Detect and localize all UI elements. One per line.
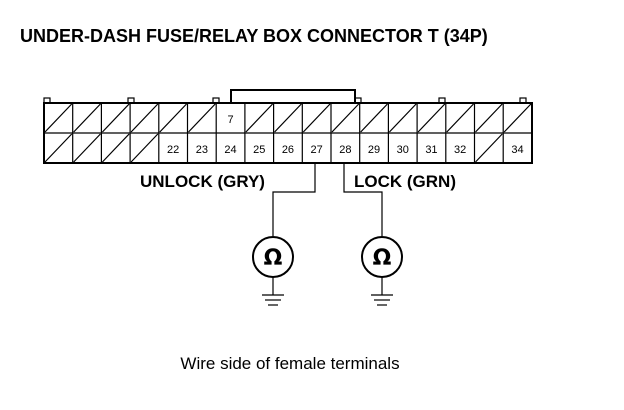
- connector-key: [43, 97, 51, 104]
- connector-key: [354, 97, 362, 104]
- pin-7: 7: [227, 114, 233, 126]
- pin-34: 34: [511, 144, 523, 156]
- unused-cavity: [302, 103, 331, 133]
- lock-label: LOCK (GRN): [354, 172, 456, 191]
- connector-key: [438, 97, 446, 104]
- unlock-label: UNLOCK (GRY): [140, 172, 265, 191]
- pin-26: 26: [282, 144, 294, 156]
- unused-cavity: [503, 103, 532, 133]
- unused-cavity: [360, 103, 388, 133]
- ground-icon: [262, 294, 284, 306]
- pin-25: 25: [253, 144, 265, 156]
- unused-cavity: [101, 133, 130, 163]
- pin-22: 22: [167, 144, 179, 156]
- diagram-title: UNDER-DASH FUSE/RELAY BOX CONNECTOR T (3…: [20, 26, 488, 46]
- connector-key: [127, 97, 135, 104]
- unused-cavity: [44, 133, 73, 163]
- unused-cavity: [73, 103, 101, 133]
- pin-23: 23: [196, 144, 208, 156]
- unlock-wire: [272, 163, 316, 236]
- lock-wire: [343, 163, 383, 236]
- ohm-symbol: Ω: [373, 246, 392, 271]
- pin-24: 24: [224, 144, 236, 156]
- unused-cavity: [417, 103, 446, 133]
- unused-cavity: [274, 103, 302, 133]
- unused-cavity: [159, 103, 187, 133]
- unused-cavity: [130, 133, 159, 163]
- unused-cavity: [130, 103, 159, 133]
- unused-cavity: [101, 103, 130, 133]
- ground-icon: [371, 294, 393, 306]
- unused-cavity: [475, 133, 503, 163]
- unused-cavity: [73, 133, 101, 163]
- unused-cavity: [188, 103, 216, 133]
- connector-lock-tab: [230, 89, 356, 103]
- pin-31: 31: [425, 144, 437, 156]
- pin-27: 27: [311, 144, 323, 156]
- pin-29: 29: [368, 144, 380, 156]
- ohm-symbol: Ω: [264, 246, 283, 271]
- pin-28: 28: [339, 144, 351, 156]
- ohmmeter-lock: Ω: [361, 236, 403, 306]
- unused-cavity: [44, 103, 73, 133]
- pin-32: 32: [454, 144, 466, 156]
- diagram-caption: Wire side of female terminals: [180, 354, 399, 373]
- unused-cavity: [475, 103, 503, 133]
- pin-30: 30: [397, 144, 409, 156]
- unused-cavity: [446, 103, 474, 133]
- unused-cavity: [388, 103, 417, 133]
- unused-cavity: [331, 103, 360, 133]
- connector-key: [519, 97, 527, 104]
- unused-cavity: [245, 103, 274, 133]
- ohmmeter-unlock: Ω: [252, 236, 294, 306]
- connector-cells: 7 22 23 24 25 26 27 28 29 30 31 32 34: [44, 103, 532, 163]
